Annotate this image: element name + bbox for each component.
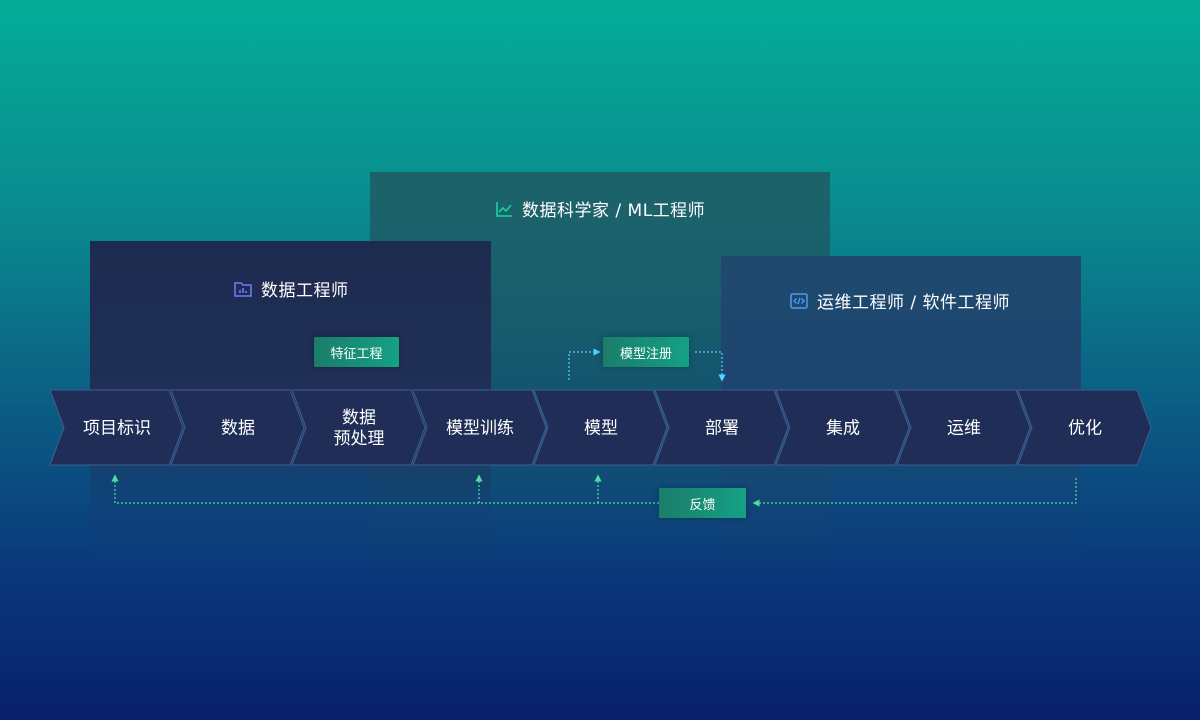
step-chevron: 模型 — [533, 389, 668, 466]
step-chevron: 项目标识 — [49, 389, 184, 466]
step-chevrons: 项目标识数据数据预处理模型训练模型部署集成运维优化 — [49, 389, 1152, 466]
step-chevron: 部署 — [654, 389, 789, 466]
step-shape — [775, 389, 910, 466]
step-shape — [1017, 389, 1152, 466]
step-label: 数据 — [342, 408, 376, 428]
step-chevron: 优化 — [1017, 389, 1152, 466]
step-shape — [412, 389, 547, 466]
step-chevron: 模型训练 — [412, 389, 547, 466]
step-label: 模型训练 — [446, 419, 514, 439]
data-scientist-title: 数据科学家 / ML工程师 — [494, 196, 705, 221]
step-label: 部署 — [705, 419, 739, 439]
registry-in-arrow — [568, 348, 601, 380]
step-shape — [654, 389, 789, 466]
model-registry-tag: 模型注册 — [603, 337, 689, 367]
feedback-to-project-arrow — [111, 474, 659, 504]
step-label: 模型 — [584, 419, 618, 439]
step-label: 集成 — [826, 419, 860, 439]
data-engineer-title: 数据工程师 — [233, 276, 349, 301]
ops-engineer-title-label: 运维工程师 / 软件工程师 — [817, 293, 1011, 313]
step-shape — [896, 389, 1031, 466]
registry-out-arrow — [695, 351, 726, 382]
step-shape — [49, 389, 184, 466]
feedback-return-arrow — [752, 478, 1077, 507]
line-chart-icon — [496, 201, 512, 217]
step-chevron: 数据 — [170, 389, 305, 466]
step-label: 项目标识 — [83, 419, 151, 439]
step-label: 运维 — [947, 419, 981, 439]
feedback-tag: 反馈 — [659, 488, 746, 518]
step-chevron: 运维 — [896, 389, 1031, 466]
feature-engineering-tag: 特征工程 — [314, 337, 399, 367]
data-engineer-title-label: 数据工程师 — [261, 281, 349, 301]
step-shape — [170, 389, 305, 466]
code-icon — [790, 292, 808, 309]
step-label: 数据 — [221, 419, 255, 439]
folder-chart-icon — [234, 281, 252, 297]
ops-engineer-title: 运维工程师 / 软件工程师 — [789, 288, 1010, 313]
step-chevron: 集成 — [775, 389, 910, 466]
step-shape — [533, 389, 668, 466]
step-label: 优化 — [1068, 419, 1102, 439]
step-label: 预处理 — [334, 429, 385, 449]
step-shape — [291, 389, 426, 466]
data-scientist-title-label: 数据科学家 / ML工程师 — [522, 201, 706, 221]
